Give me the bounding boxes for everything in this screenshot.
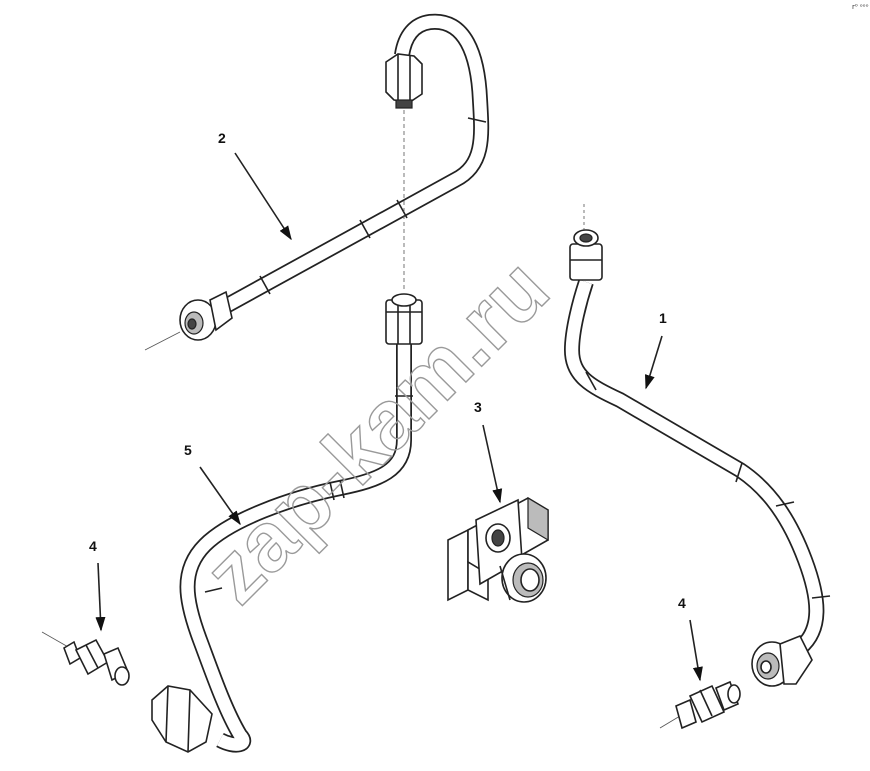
callout-arrow-2 bbox=[234, 152, 292, 241]
callout-1: 1 bbox=[659, 310, 667, 326]
callout-2: 2 bbox=[218, 130, 226, 146]
part-2-fuel-line bbox=[144, 13, 490, 351]
callout-arrow-5 bbox=[199, 466, 241, 526]
callout-labels: 2 1 3 5 4 4 bbox=[89, 130, 686, 611]
callout-5: 5 bbox=[184, 442, 192, 458]
part-3-bracket-block bbox=[447, 496, 549, 603]
callout-arrow-4-right bbox=[689, 619, 703, 682]
callout-4-right: 4 bbox=[678, 595, 686, 611]
callout-arrows bbox=[95, 152, 703, 682]
callout-arrow-4-left bbox=[95, 562, 106, 632]
callout-3: 3 bbox=[474, 399, 482, 415]
callout-arrow-1 bbox=[644, 335, 663, 390]
part-5-fuel-line bbox=[151, 293, 423, 753]
part-4-adapter-right bbox=[659, 680, 741, 730]
corner-mark: r⁰ ᵒᵒᵒ bbox=[852, 3, 869, 11]
callout-4-left: 4 bbox=[89, 538, 97, 554]
callout-arrow-3 bbox=[482, 424, 503, 504]
part-1-fuel-line bbox=[564, 204, 831, 687]
part-4-adapter-left bbox=[41, 631, 130, 686]
